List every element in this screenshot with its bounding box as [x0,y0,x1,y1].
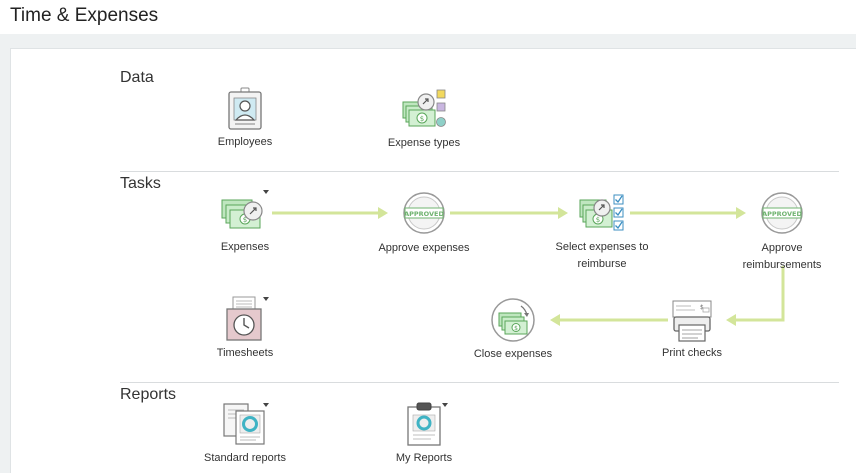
close-expenses-tile[interactable]: $ Close expenses [443,297,583,362]
expense-types-icon: $ [401,86,447,132]
approve-expenses-label: Approve expenses [378,242,470,254]
page-title: Time & Expenses [10,5,159,26]
approve-reimbursements-label-line2: reimbursements [742,259,822,271]
select-expenses-tile[interactable]: $ Select expenses to reimburse [532,190,672,272]
expenses-dropdown-caret[interactable] [263,190,269,194]
timesheets-tile[interactable]: Timesheets [175,296,315,361]
approved-stamp-icon: APPROVED [760,191,804,235]
select-expenses-label-line2: reimburse [577,258,627,270]
approve-reimbursements-tile[interactable]: APPROVED Approve reimbursements [712,191,852,273]
standard-reports-icon [222,403,268,445]
timesheet-clock-icon [223,296,267,342]
approved-stamp-text: APPROVED [762,210,802,218]
employees-tile[interactable]: Employees [175,87,315,150]
clipboard-report-icon [402,402,446,446]
svg-text:$: $ [700,304,704,311]
section-title-reports: Reports [120,386,177,403]
section-title-data: Data [120,69,154,86]
page-header: Time & Expenses [0,0,856,34]
employee-badge-icon [225,87,265,131]
select-expenses-icon: $ [578,190,626,234]
printer-check-icon: $ [669,300,715,342]
expenses-label: Expenses [220,241,270,253]
expense-types-tile[interactable]: $ Expense types [354,86,494,151]
section-title-tasks: Tasks [120,175,161,192]
my-reports-label: My Reports [395,452,453,464]
timesheets-dropdown-caret[interactable] [263,297,269,301]
my-reports-tile[interactable]: My Reports [354,402,494,466]
svg-text:$: $ [596,216,600,224]
my-reports-dropdown-caret[interactable] [442,403,448,407]
print-checks-label: Print checks [662,347,722,359]
svg-text:$: $ [243,216,247,224]
approve-expenses-tile[interactable]: APPROVED Approve expenses [354,191,494,256]
approved-stamp-text: APPROVED [404,210,444,218]
close-expenses-icon: $ [490,297,536,343]
divider-tasks [120,171,839,172]
expenses-tile[interactable]: $ Expenses [175,190,315,255]
divider-reports [120,382,839,383]
approved-stamp-icon: APPROVED [402,191,446,235]
expenses-money-icon: $ [220,190,270,234]
standard-reports-tile[interactable]: Standard reports [175,403,315,466]
select-expenses-label-line1: Select expenses to [555,241,649,253]
print-checks-tile[interactable]: $ Print checks [622,300,762,361]
approve-reimbursements-label-line1: Approve [761,242,803,254]
timesheets-label: Timesheets [216,347,274,359]
expense-types-label: Expense types [387,137,461,149]
employees-label: Employees [217,136,273,148]
svg-text:$: $ [514,325,518,332]
standard-reports-dropdown-caret[interactable] [263,403,269,407]
svg-text:$: $ [420,115,424,123]
standard-reports-label: Standard reports [204,452,286,464]
close-expenses-label: Close expenses [473,348,553,360]
